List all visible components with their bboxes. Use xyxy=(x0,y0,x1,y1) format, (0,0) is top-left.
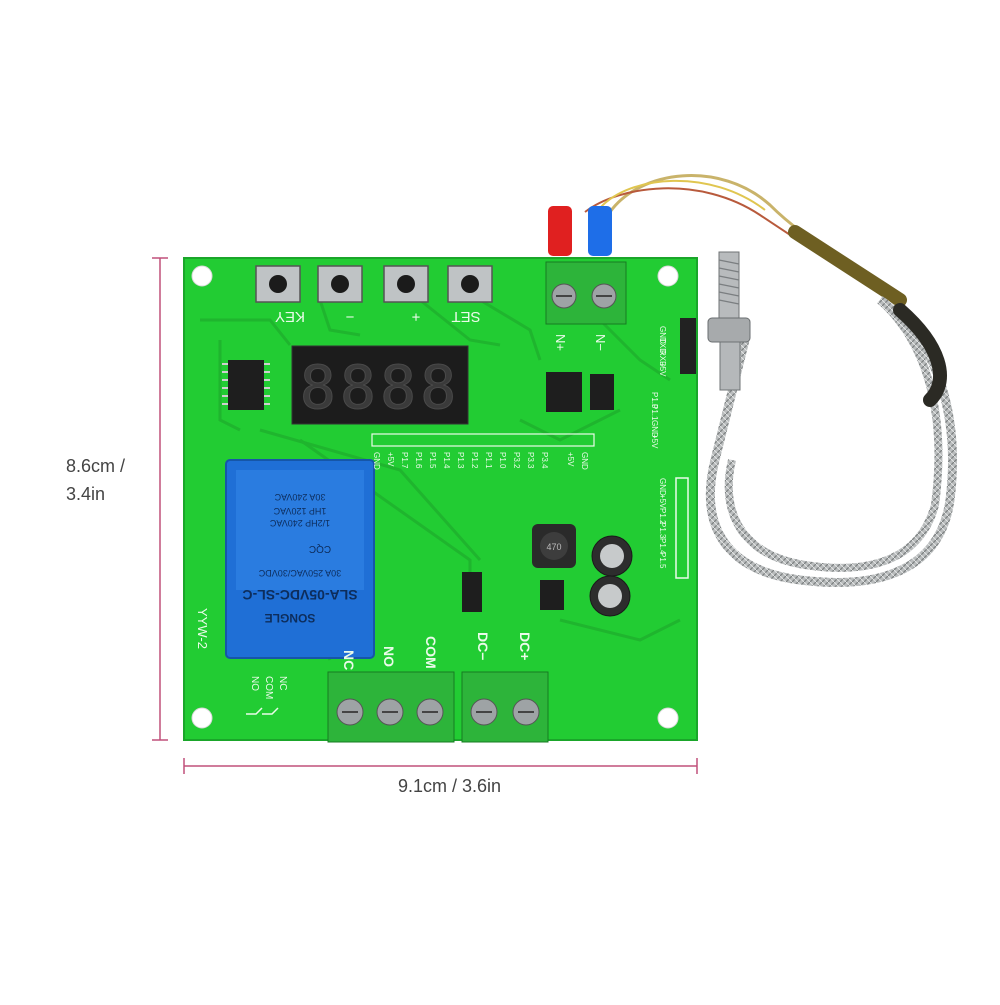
bus-3: P1.6 xyxy=(414,452,423,469)
bus-7: P1.2 xyxy=(470,452,479,469)
bus-4: P1.5 xyxy=(428,452,437,469)
sensor-label-n-minus: N− xyxy=(593,334,608,351)
sensor-label-n-plus: N+ xyxy=(553,334,568,351)
inductor: 470 xyxy=(532,524,576,568)
uart-5v: +5V xyxy=(658,362,667,377)
power-terminal-block xyxy=(327,671,549,743)
relay: SLA-05VDC-SL-C 30A 250VAC/30VDC 1/2HP 24… xyxy=(225,459,375,659)
hr-p12: P1.2 xyxy=(658,508,667,525)
sensor-terminal-block xyxy=(545,206,627,325)
dimension-height-line xyxy=(152,257,168,741)
button-key xyxy=(255,265,301,303)
term-com: COM xyxy=(423,636,439,669)
bus-10: P3.2 xyxy=(512,452,521,469)
relay-brand: SONGLE xyxy=(265,611,316,625)
term-nc: NC xyxy=(341,650,357,670)
legend-no: NO xyxy=(249,676,260,691)
label-plus: + xyxy=(411,308,420,325)
button-set xyxy=(447,265,493,303)
bus-8: P1.1 xyxy=(484,452,493,469)
inductor-label: 470 xyxy=(546,542,561,552)
term-no: NO xyxy=(381,646,397,667)
relay-rating-2: 1/2HP 240VAC xyxy=(269,518,330,528)
relay-rating-3: 1HP 120VAC xyxy=(273,506,326,516)
relay-legend: NC COM NO xyxy=(246,676,288,715)
bus-6: P1.3 xyxy=(456,452,465,469)
header-right: GND +5V P1.2 P1.3 P1.4 P1.5 xyxy=(658,477,689,579)
uart-gnd: GND xyxy=(658,326,667,344)
p1-0: P1.0 xyxy=(650,392,659,409)
hr-gnd: GND xyxy=(658,478,667,496)
bus-header: GND +5V P1.7 P1.6 P1.5 P1.4 P1.3 P1.2 P1… xyxy=(371,433,595,470)
seven-segment-display: 8888 xyxy=(291,345,469,425)
p1-gnd: GND xyxy=(650,420,659,438)
bus-1: +5V xyxy=(386,452,395,467)
tact-buttons xyxy=(255,265,493,303)
relay-cert: CQC xyxy=(309,543,331,554)
capacitors xyxy=(589,535,633,617)
relay-model: SLA-05VDC-SL-C xyxy=(242,587,357,603)
display-digits: 8888 xyxy=(300,353,461,423)
ic-chips xyxy=(222,360,614,612)
dimension-width-line xyxy=(183,758,698,774)
bus-0: GND xyxy=(372,452,381,470)
hr-5v: +5V xyxy=(658,494,667,509)
legend-com: COM xyxy=(263,676,274,699)
button-plus xyxy=(383,265,429,303)
p1-1: P1.1 xyxy=(650,404,659,421)
height-dimension-label: 8.6cm / 3.4in xyxy=(66,452,125,508)
bus-2: P1.7 xyxy=(400,452,409,469)
legend-nc: NC xyxy=(277,676,288,690)
button-minus xyxy=(317,265,363,303)
bus-11: P3.3 xyxy=(526,452,535,469)
term-dc-minus: DC− xyxy=(475,632,491,660)
p1-5v: +5V xyxy=(650,434,659,449)
hr-p15: P1.5 xyxy=(658,552,667,569)
uart-header: GND TXD RXD +5V xyxy=(658,318,696,377)
bus-12: P3.4 xyxy=(540,452,549,469)
bus-5: P1.4 xyxy=(442,452,451,469)
height-label-line1: 8.6cm / xyxy=(66,456,126,476)
uart-rxd: RXD xyxy=(658,350,667,367)
term-dc-plus: DC+ xyxy=(517,632,533,660)
header-p1: P1.0 P1.1 GND +5V xyxy=(650,392,659,449)
bus-14: GND xyxy=(580,452,589,470)
hr-p13: P1.3 xyxy=(658,522,667,539)
hr-p14: P1.4 xyxy=(658,538,667,555)
relay-rating-4: 30A 240VAC xyxy=(274,492,325,502)
width-dimension-label: 9.1cm / 3.6in xyxy=(398,776,502,796)
bus-13: +5V xyxy=(566,452,575,467)
relay-rating-1: 30A 250VAC/30VDC xyxy=(258,568,341,578)
board-model: YYW-2 xyxy=(195,608,210,649)
label-key: KEY xyxy=(275,308,305,325)
label-minus: − xyxy=(345,308,354,325)
thermocouple-probe xyxy=(584,174,957,587)
uart-txd: TXD xyxy=(658,338,667,354)
height-label-line2: 3.4in xyxy=(66,484,106,504)
bus-9: P1.0 xyxy=(498,452,507,469)
label-set: SET xyxy=(451,308,480,325)
